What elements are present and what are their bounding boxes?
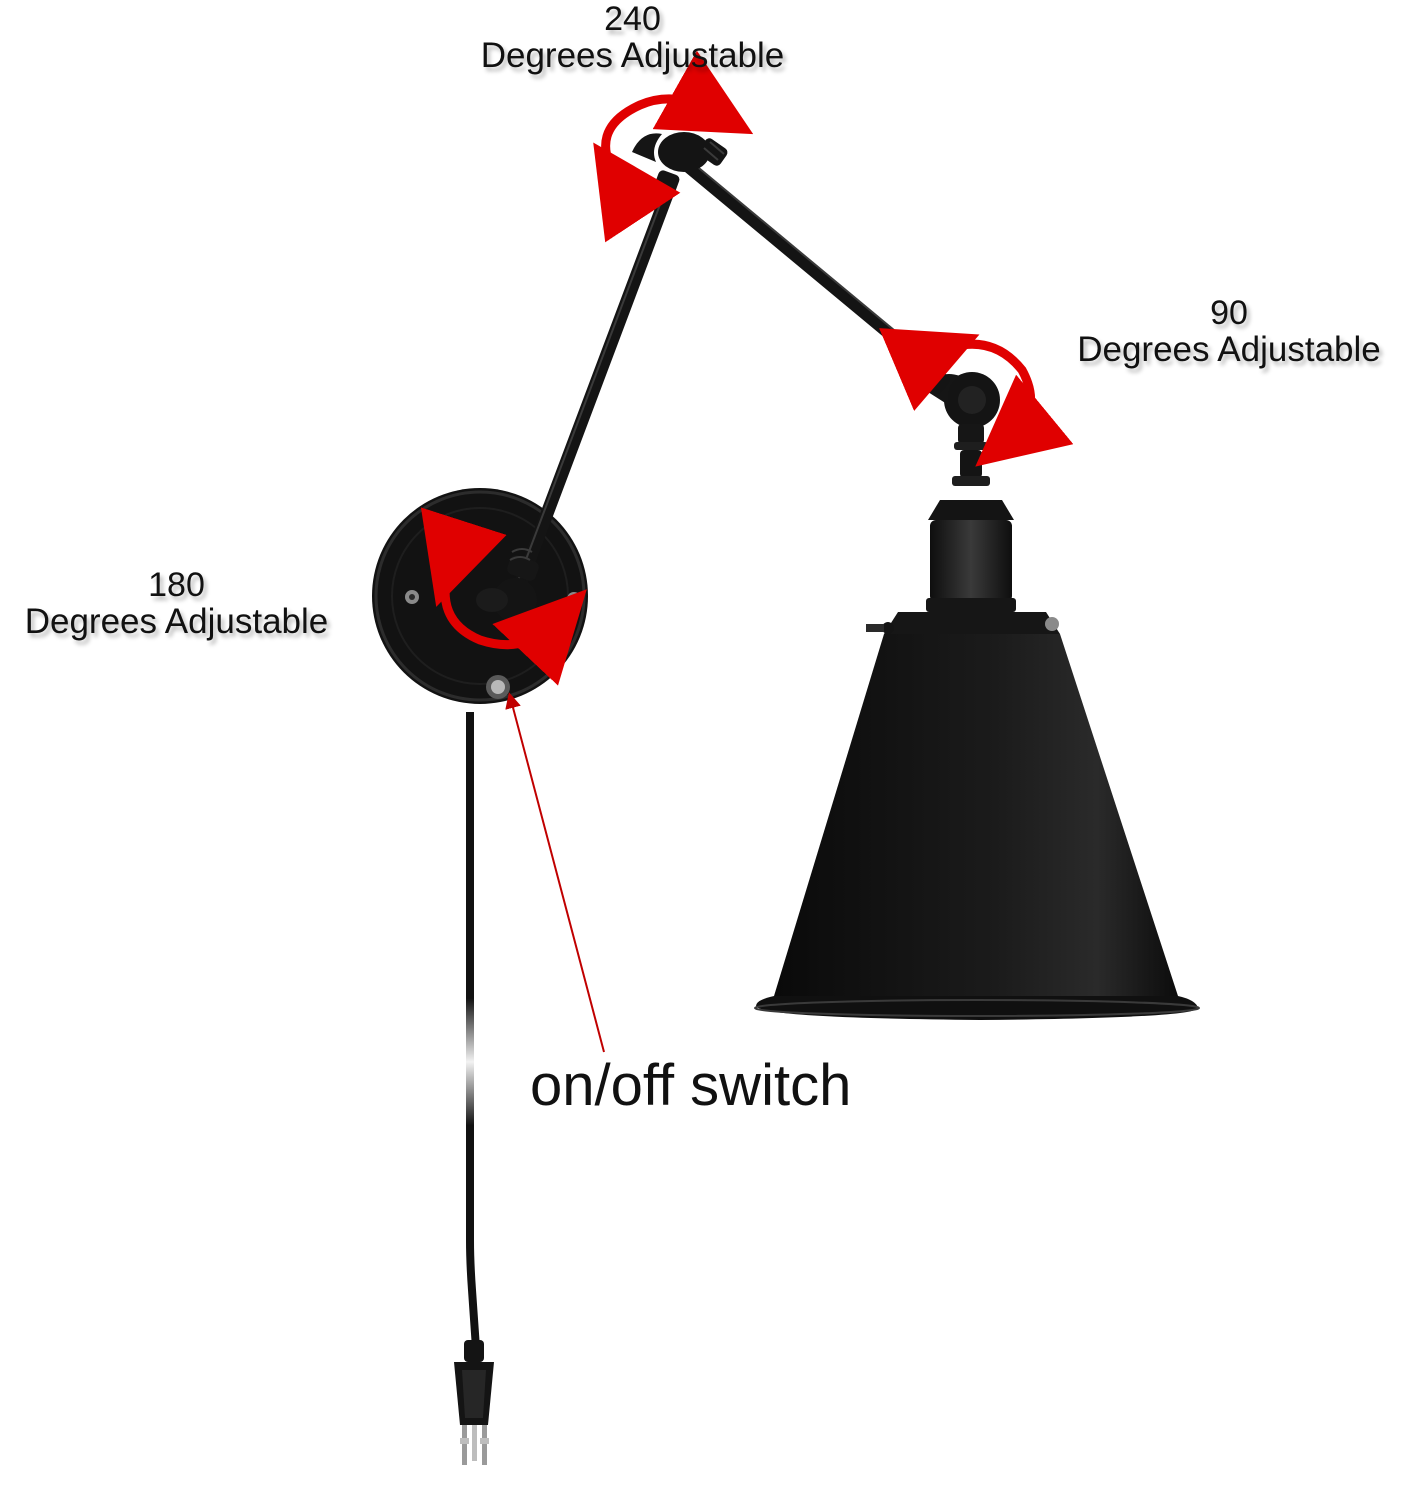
elbow-joint-caption: Degrees Adjustable [1077, 329, 1381, 369]
rotation-arrow-icon [593, 50, 754, 243]
elbow-joint-degrees: 90 [1210, 294, 1248, 332]
top-joint-caption: Degrees Adjustable [480, 35, 785, 75]
lower-arm [515, 185, 675, 587]
switch-knob[interactable] [486, 675, 510, 699]
lamp-socket [926, 500, 1016, 612]
lamp-shade [754, 612, 1200, 1020]
pointer-line [505, 692, 605, 1053]
elbow-joint [918, 364, 1000, 486]
power-cord [464, 712, 484, 1362]
switch-label: on/off switch [530, 1053, 852, 1118]
top-joint-annotation: 240 Degrees Adjustable [460, 0, 805, 75]
upper-arm [674, 153, 946, 382]
plug-icon [454, 1362, 494, 1465]
elbow-joint-annotation: 90 Degrees Adjustable [1050, 294, 1408, 369]
rotation-arrow-icon [420, 507, 587, 686]
base-joint-annotation: 180 Degrees Adjustable [4, 566, 349, 641]
base-joint-degrees: 180 [148, 566, 205, 604]
top-joint-degrees: 240 [604, 0, 661, 38]
base-joint-caption: Degrees Adjustable [24, 601, 329, 641]
rotation-arrow-icon [879, 328, 1074, 467]
